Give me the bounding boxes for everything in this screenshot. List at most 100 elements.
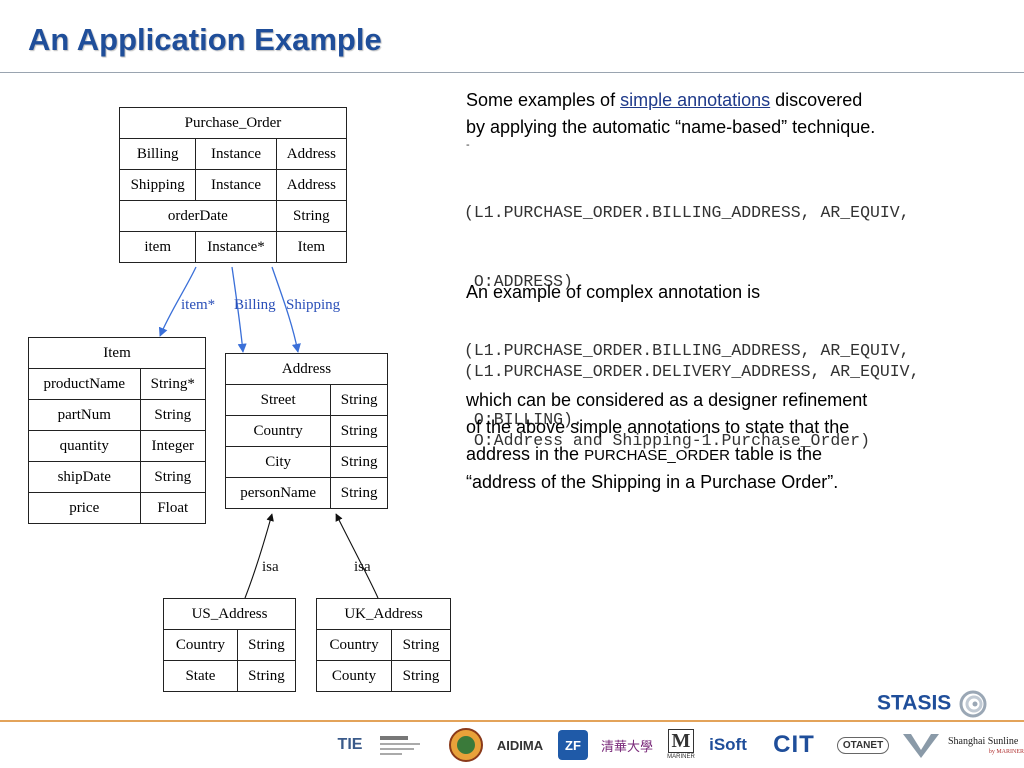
arrow-label-isa-right: isa (354, 559, 371, 575)
arrow-label-item: item* (181, 297, 215, 313)
footer-divider (0, 720, 1024, 722)
table-cell: Street (224, 384, 332, 416)
arrow-label-shipping: Shipping (286, 297, 341, 313)
table-cell: County (315, 660, 393, 692)
class-title: Item (28, 337, 206, 369)
table-cell: String (236, 660, 297, 692)
code-line: (L1.PURCHASE_ORDER.BILLING_ADDRESS, AR_E… (464, 203, 910, 222)
tsinghua-logo: 清華大學 (600, 738, 653, 754)
table-cell: Address (275, 169, 348, 201)
paragraph-line: by applying the automatic “name-based” t… (466, 117, 876, 137)
otanet-text: ΟΤΑΝΕΤ (836, 736, 890, 754)
table-cell: Country (163, 629, 238, 661)
table-cell: String (236, 629, 297, 661)
arrow-label-billing: Billing (234, 297, 276, 313)
table-cell: String (139, 461, 207, 493)
table-cell: shipDate (28, 461, 141, 493)
tie-logo: TIE (337, 736, 363, 753)
class-title: US_Address (163, 598, 296, 630)
paragraph-refinement: which can be considered as a designer re… (466, 387, 867, 496)
partner-logos: TIE AIDIMA ZF 清華大學 M MARINER iSoft CIT Ο… (320, 724, 1024, 766)
arrow-label-isa-left: isa (262, 559, 279, 575)
sunline-text: Shanghai Sunline (948, 735, 1019, 747)
aidima-logo: AIDIMA (496, 737, 544, 753)
text-span: Some examples of (466, 90, 621, 110)
svg-text:ZF: ZF (565, 738, 581, 753)
table-cell: Integer (139, 430, 207, 462)
text-span: address in the (466, 444, 585, 464)
paragraph-line: of the above simple annotations to state… (466, 417, 850, 437)
seal-logo (446, 728, 486, 762)
code-line: (L1.PURCHASE_ORDER.DELIVERY_ADDRESS, AR_… (464, 362, 920, 381)
table-cell: orderDate (119, 200, 277, 232)
table-cell: Shipping (118, 169, 197, 201)
table-cell: Address (275, 138, 348, 170)
table-cell: Instance* (195, 231, 277, 263)
sunline-subtext: by MARINER (988, 748, 1024, 755)
paragraph-line: Some examples of simple annotations disc… (466, 87, 875, 114)
class-title: Address (225, 353, 388, 385)
table-cell: City (224, 446, 332, 478)
university-logo (378, 728, 442, 762)
brand-text: STASIS (877, 691, 952, 715)
table-cell: String (275, 200, 348, 232)
table-cell: Billing (118, 138, 197, 170)
table-cell: productName (28, 368, 141, 400)
class-title: Purchase_Order (119, 107, 347, 139)
table-cell: Float (139, 492, 207, 524)
paragraph-line: address in the PURCHASE_ORDER table is t… (466, 441, 867, 469)
table-cell: Item (275, 231, 348, 263)
table-cell: String (330, 446, 388, 478)
paragraph-line: An example of complex annotation is (466, 282, 761, 302)
table-cell: partNum (28, 399, 141, 431)
arrow-isa-left (244, 513, 274, 599)
isoft-logo: iSoft (709, 735, 747, 754)
code-line: O:BILLING). (464, 410, 583, 429)
zf-logo: ZF (556, 728, 590, 762)
paragraph-line: which can be considered as a designer re… (466, 390, 868, 410)
table-cell: String (330, 415, 388, 447)
table-cell: Country (224, 415, 332, 447)
code-simple-annotations: (L1.PURCHASE_ORDER.BILLING_ADDRESS, AR_E… (464, 155, 910, 454)
table-cell: String* (139, 368, 207, 400)
title-divider (0, 72, 1024, 73)
code-line: (L1.PURCHASE_ORDER.BILLING_ADDRESS, AR_E… (464, 341, 910, 360)
table-cell: Instance (195, 138, 277, 170)
table-cell: String (330, 477, 388, 509)
table-cell: String (391, 660, 451, 692)
paragraph-line: “address of the Shipping in a Purchase O… (466, 472, 839, 492)
code-line: O:Address and Shipping-1.Purchase_Order) (464, 431, 870, 450)
sunline-logo: Shanghai Sunline by MARINER (948, 728, 1024, 762)
table-cell: personName (224, 477, 332, 509)
cit-logo: CIT (773, 731, 815, 758)
table-cell: quantity (28, 430, 141, 462)
text-span: discovered (770, 90, 863, 110)
paragraph-simple-annotations: Some examples of simple annotations disc… (466, 87, 875, 141)
arrow-shipping (271, 266, 301, 353)
slide-title: An Application Example (28, 22, 382, 57)
arrow-isa-right (335, 513, 379, 599)
table-cell: Instance (195, 169, 277, 201)
class-title: UK_Address (316, 598, 451, 630)
simple-annotations-link[interactable]: simple annotations (620, 90, 771, 110)
mariner-logo: M MARINER (664, 728, 698, 762)
code-complex-annotation: (L1.PURCHASE_ORDER.DELIVERY_ADDRESS, AR_… (464, 314, 919, 475)
table-cell: String (139, 399, 207, 431)
code-line: O:ADDRESS) (464, 272, 573, 291)
table-cell: State (163, 660, 238, 692)
mariner-mark: M (667, 729, 695, 753)
table-cell: price (28, 492, 141, 524)
table-cell: String (330, 384, 388, 416)
text-span: table is the (729, 444, 823, 464)
spiral-icon (959, 690, 987, 718)
class-purchase-order: Purchase_Order Billing Instance Address … (118, 107, 348, 263)
mariner-label: MARINER (667, 754, 695, 760)
table-cell: Country (315, 629, 393, 661)
otanet-logo: ΟΤΑΝΕΤ (832, 728, 894, 762)
stasis-brand: STASIS (877, 690, 987, 718)
table-cell: item (118, 231, 197, 263)
